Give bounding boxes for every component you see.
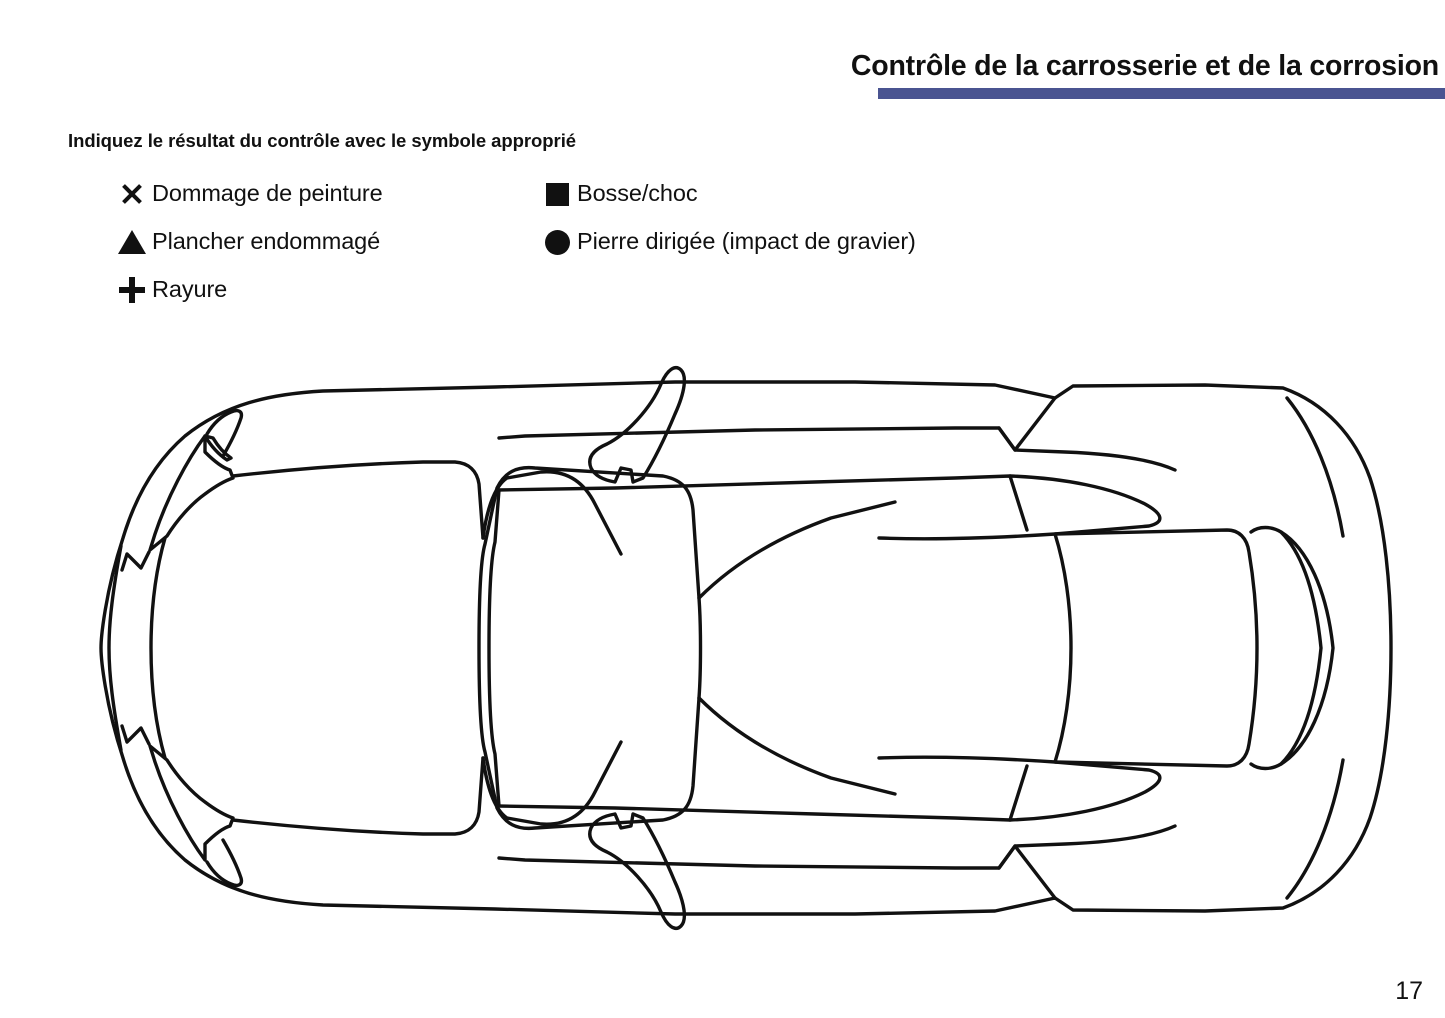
body-outline [99, 380, 1393, 916]
rear-bumper-trim [1279, 530, 1335, 766]
circle-icon [537, 222, 577, 262]
side-mirror-upper [588, 366, 687, 484]
roof-front-header [487, 488, 501, 808]
page-number: 17 [1395, 977, 1423, 1005]
hood-panel-lower [231, 756, 485, 836]
legend-label-scratch: Rayure [152, 276, 228, 303]
instruction-text: Indiquez le résultat du contrôle avec le… [68, 130, 577, 151]
side-window-strip-upper [495, 474, 1162, 541]
triangle-icon [112, 222, 152, 262]
hood-side-edge-left [149, 536, 167, 760]
headlight-front-left-tip [205, 408, 244, 458]
page-title: Contrôle de la carrosserie et de la corr… [850, 50, 1439, 82]
rear-window-lower [697, 696, 897, 796]
rear-corner-line-lower [1285, 758, 1345, 900]
legend-item-dent: Bosse/choc [537, 170, 916, 218]
legend-label-stone-chip: Pierre dirigée (impact de gravier) [577, 228, 916, 255]
front-fascia-line [107, 544, 123, 752]
side-mirror-lower [588, 812, 687, 930]
square-icon [537, 174, 577, 214]
legend-column-right: Bosse/choc Pierre dirigée (impact de gra… [537, 170, 916, 266]
front-left-corner-notch [120, 550, 151, 572]
headlight-front-left [148, 434, 235, 552]
headlight-front-right [148, 744, 235, 862]
trunk-lid-panel [1053, 528, 1259, 768]
headlight-front-left-inner [203, 434, 233, 462]
side-panel-lower-split [997, 824, 1177, 870]
side-panel-upper [497, 396, 1057, 452]
legend-item-stone-chip: Pierre dirigée (impact de gravier) [537, 218, 916, 266]
rear-window [697, 500, 897, 600]
front-right-corner-notch [120, 724, 151, 746]
side-panel-upper-split [997, 426, 1177, 472]
hood-panel [231, 460, 485, 540]
legend-item-paint-damage: Dommage de peinture [112, 170, 383, 218]
rear-bumper-panel [1249, 525, 1323, 771]
side-window-strip-lower [495, 755, 1162, 822]
side-window-mullion-upper [1008, 474, 1029, 532]
headlight-front-right-tip [205, 838, 244, 888]
car-top-view-svg [99, 366, 1393, 930]
side-panel-lower [497, 844, 1057, 900]
legend-label-dent: Bosse/choc [577, 180, 698, 207]
legend-column-left: Dommage de peinture Plancher endommagé R… [112, 170, 383, 314]
x-mark-icon [112, 174, 152, 214]
legend-item-floor-damage: Plancher endommagé [112, 218, 383, 266]
header-accent-rule [878, 88, 1445, 99]
windshield-lower [481, 740, 623, 826]
side-window-mullion-lower [1008, 764, 1029, 822]
roof-panel [477, 465, 703, 831]
legend-item-scratch: Rayure [112, 266, 383, 314]
plus-icon [112, 270, 152, 310]
car-outline-group [99, 366, 1393, 930]
legend-label-paint-damage: Dommage de peinture [152, 180, 383, 207]
car-body-diagram [55, 358, 1395, 938]
rear-corner-line [1285, 396, 1345, 538]
legend-label-floor-damage: Plancher endommagé [152, 228, 381, 255]
windshield [481, 470, 623, 556]
page-header: Contrôle de la carrosserie et de la corr… [0, 0, 1445, 100]
